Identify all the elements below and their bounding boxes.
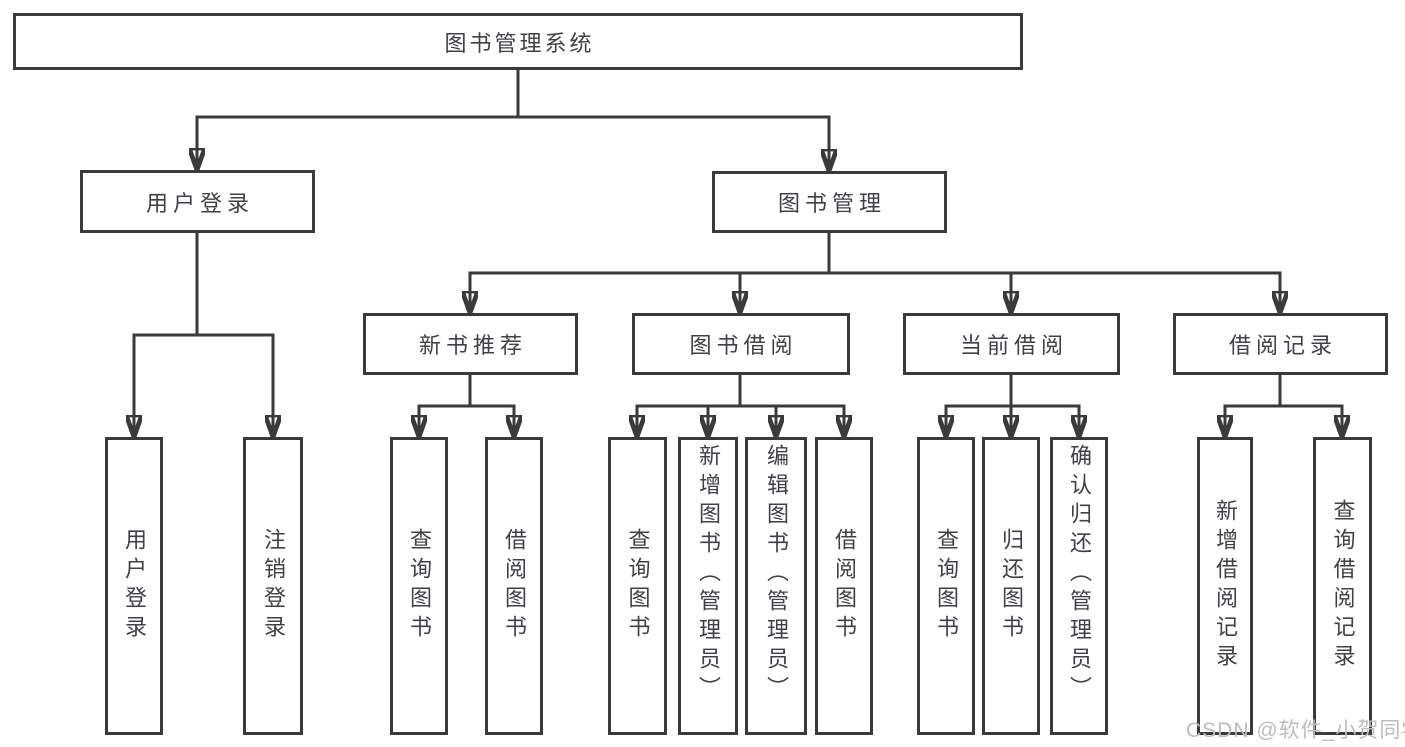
leaf-borrow-books-label: 借阅图书 [832,528,857,644]
leaf-query-borrow-record: 查询借阅记录 [1313,437,1372,735]
node-borrowing-records: 借阅记录 [1173,313,1388,375]
leaf-query-books-recommend-label: 查询图书 [407,528,432,644]
leaf-add-books-admin: 新增图书（管理员） [678,437,738,735]
leaf-edit-books-admin-label: 编辑图书（管理员） [764,444,789,705]
leaf-query-books-borrow-label: 查询图书 [625,528,651,644]
leaf-borrow-books-recommend-label: 借阅图书 [502,528,527,644]
node-current-borrowing: 当前借阅 [903,313,1120,375]
leaf-query-books-borrow: 查询图书 [608,437,667,735]
leaf-add-borrow-record: 新增借阅记录 [1197,437,1253,735]
leaf-add-books-admin-label: 新增图书（管理员） [696,444,721,705]
leaf-user-login-label: 用户登录 [122,528,147,644]
leaf-logout: 注销登录 [243,437,303,735]
node-new-book-recommendation: 新书推荐 [363,313,578,375]
leaf-query-borrow-record-label: 查询借阅记录 [1330,499,1356,673]
node-book-borrowing: 图书借阅 [632,313,850,375]
leaf-confirm-return-admin-label: 确认归还（管理员） [1067,444,1092,705]
leaf-edit-books-admin: 编辑图书（管理员） [745,437,807,735]
node-user-login: 用户登录 [80,170,315,233]
leaf-logout-label: 注销登录 [261,528,286,644]
leaf-user-login: 用户登录 [105,437,163,735]
leaf-query-books-current-label: 查询图书 [934,528,959,644]
leaf-query-books-recommend: 查询图书 [390,437,448,735]
leaf-confirm-return-admin: 确认归还（管理员） [1050,437,1108,735]
leaf-query-books-current: 查询图书 [917,437,975,735]
leaf-borrow-books: 借阅图书 [815,437,873,735]
leaf-add-borrow-record-label: 新增借阅记录 [1213,499,1238,673]
node-book-management: 图书管理 [712,171,947,233]
leaf-return-books-label: 归还图书 [999,528,1024,644]
leaf-borrow-books-recommend: 借阅图书 [485,437,543,735]
leaf-return-books: 归还图书 [982,437,1040,735]
node-library-system: 图书管理系统 [13,13,1023,70]
